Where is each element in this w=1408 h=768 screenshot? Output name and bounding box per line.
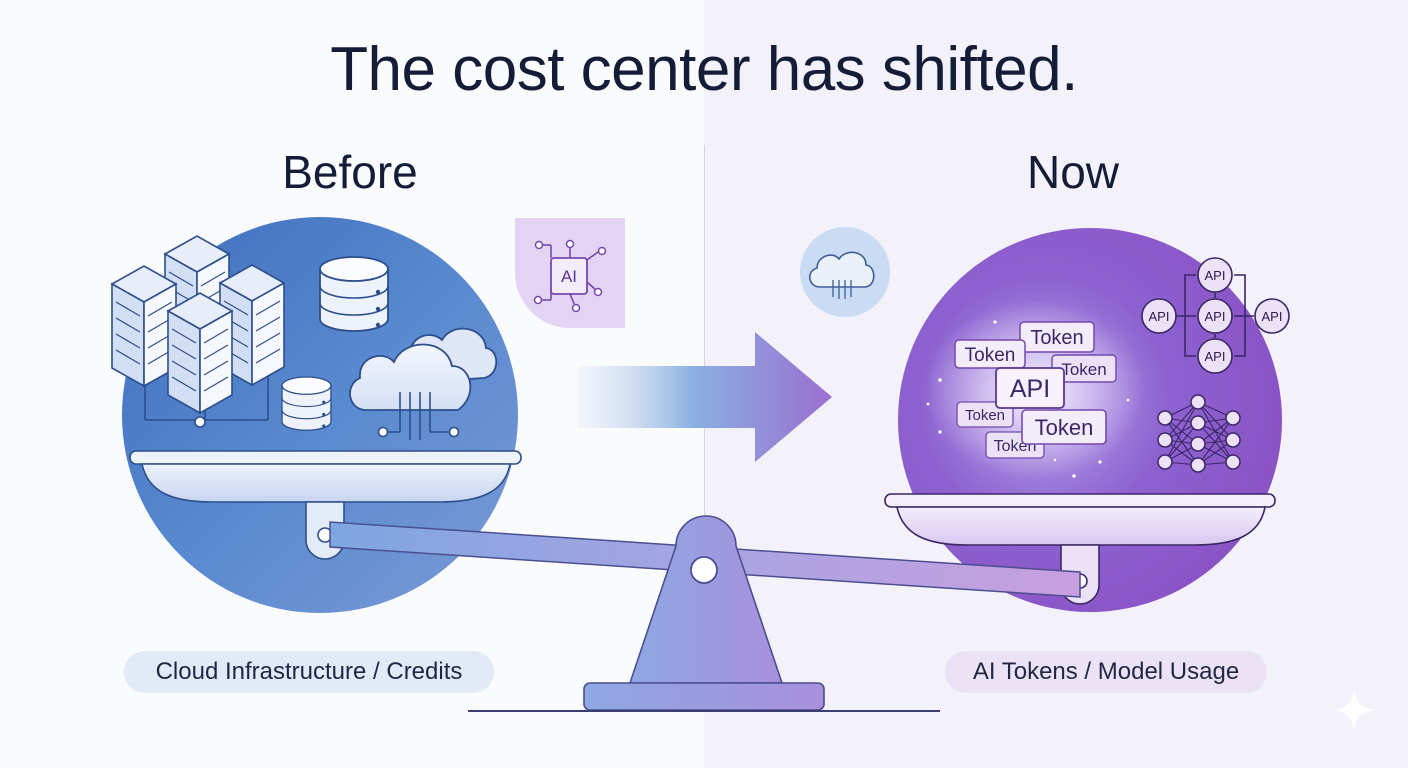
api-node: API (1197, 257, 1233, 293)
page-title: The cost center has shifted. (330, 35, 1078, 104)
svg-text:API: API (1205, 349, 1226, 364)
small-cloud-icon (800, 227, 890, 317)
api-node: API (1141, 298, 1177, 334)
token-chip: Token (954, 339, 1026, 369)
neural-network-icon (1157, 394, 1241, 473)
token-chip: Token (1021, 409, 1107, 445)
now-heading: Now (1026, 146, 1120, 198)
svg-text:Token: Token (965, 345, 1016, 366)
api-network: API API API API API (1141, 257, 1290, 374)
svg-text:Token: Token (965, 407, 1005, 424)
svg-text:API: API (1262, 309, 1283, 324)
svg-text:API: API (1205, 309, 1226, 324)
svg-text:API: API (1205, 268, 1226, 283)
sparkle-dots (926, 320, 1130, 478)
before-heading: Before (282, 146, 418, 198)
before-scale-pan (129, 450, 522, 560)
ai-chip-label: AI (561, 267, 577, 286)
database-icon (281, 376, 332, 431)
svg-text:API: API (1149, 309, 1170, 324)
svg-text:API: API (1010, 375, 1050, 403)
api-node: API (1197, 338, 1233, 374)
now-category-label: AI Tokens / Model Usage (945, 651, 1267, 693)
sparkle-icon (1334, 690, 1374, 730)
server-rack-icon (111, 235, 285, 428)
before-category-label: Cloud Infrastructure / Credits (124, 651, 494, 693)
api-node: API (1197, 298, 1233, 334)
svg-text:Token: Token (1030, 327, 1083, 349)
svg-text:Token: Token (1061, 360, 1106, 379)
balance-scale-icon (329, 515, 1081, 712)
arrow-right-icon (578, 332, 832, 462)
api-center-chip: API (995, 367, 1065, 409)
ai-chip-icon: AI (515, 218, 625, 328)
database-icon (319, 256, 389, 332)
cloud-icon (349, 327, 498, 440)
svg-text:Token: Token (1035, 415, 1094, 440)
api-node: API (1254, 298, 1290, 334)
token-chip: Token (1019, 321, 1095, 353)
